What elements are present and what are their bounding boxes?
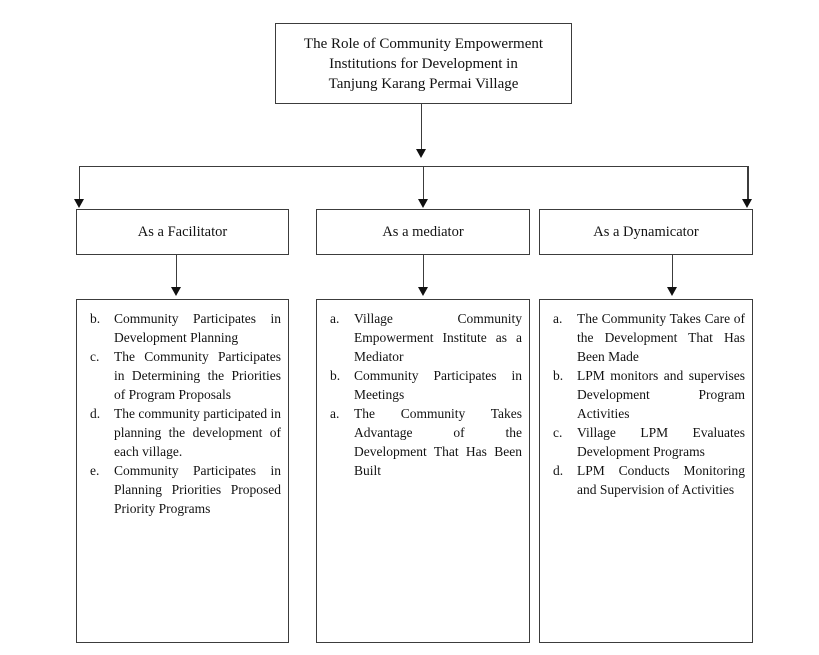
list-item: e. Community Participates in Planning Pr…: [90, 461, 281, 518]
list-item-marker: b.: [90, 311, 101, 326]
dynamicator-header-label: As a Dynamicator: [593, 223, 699, 240]
arrowhead-mediator-icon: [417, 199, 428, 208]
list-item-marker: a.: [330, 311, 340, 326]
list-item-text: The Community Participates in Determinin…: [114, 349, 281, 402]
list-item-marker: c.: [553, 425, 563, 440]
list-item-text: LPM Conducts Monitoring and Supervision …: [577, 463, 745, 497]
list-item-text: Community Participates in Planning Prior…: [114, 463, 281, 516]
arrowhead-dynamicator-icon: [742, 199, 752, 208]
list-item-text: LPM monitors and supervises Development …: [577, 368, 745, 421]
list-item-marker: b.: [553, 368, 564, 383]
arrowhead-mediator-detail-icon: [417, 287, 428, 296]
mediator-header-box: As a mediator: [316, 209, 530, 255]
list-item-marker: c.: [90, 349, 100, 364]
list-item-text: Community Participates in Meetings: [354, 368, 522, 402]
arrowhead-title-icon: [415, 149, 426, 158]
connector-branch-bar: [79, 165, 749, 167]
list-item: a. The Community Takes Advantage of the …: [330, 404, 522, 480]
list-item: c. The Community Participates in Determi…: [90, 347, 281, 404]
list-item-marker: b.: [330, 368, 341, 383]
mediator-header-label: As a mediator: [382, 223, 464, 240]
dynamicator-header-box: As a Dynamicator: [539, 209, 753, 255]
connector-facilitator-detail: [175, 255, 177, 288]
connector-mediator-detail: [422, 255, 424, 288]
list-item: a. Village Community Empowerment Institu…: [330, 309, 522, 366]
title-box: The Role of Community Empowerment Instit…: [275, 23, 572, 104]
list-item-text: The Community Takes Care of the Developm…: [577, 311, 745, 364]
list-item-marker: d.: [90, 406, 101, 421]
mediator-detail-box: a. Village Community Empowerment Institu…: [316, 299, 530, 643]
list-item-text: The Community Takes Advantage of the Dev…: [354, 406, 522, 478]
list-item-text: Community Participates in Development Pl…: [114, 311, 281, 345]
arrowhead-dynamicator-detail-icon: [666, 287, 677, 296]
list-item-text: Village LPM Evaluates Development Progra…: [577, 425, 745, 459]
list-item: c. Village LPM Evaluates Development Pro…: [553, 423, 745, 461]
connector-title-stem: [420, 104, 422, 150]
diagram-title: The Role of Community Empowerment Instit…: [303, 35, 544, 92]
connector-dynamicator-detail: [671, 255, 673, 288]
list-item: a. The Community Takes Care of the Devel…: [553, 309, 745, 366]
list-item-marker: a.: [553, 311, 563, 326]
connector-drop-facilitator: [78, 165, 80, 200]
list-item: d. The community participated in plannin…: [90, 404, 281, 461]
list-item-marker: a.: [330, 406, 340, 421]
list-item-marker: d.: [553, 463, 564, 478]
dynamicator-detail-box: a. The Community Takes Care of the Devel…: [539, 299, 753, 643]
list-item-text: Village Community Empowerment Institute …: [354, 311, 522, 364]
connector-drop-dynamicator: [747, 165, 749, 200]
connector-drop-mediator: [422, 165, 424, 200]
list-item-text: The community participated in planning t…: [114, 406, 281, 459]
list-item: b. Community Participates in Development…: [90, 309, 281, 347]
list-item-marker: e.: [90, 463, 100, 478]
list-item: d. LPM Conducts Monitoring and Supervisi…: [553, 461, 745, 499]
facilitator-header-label: As a Facilitator: [137, 223, 228, 240]
arrowhead-facilitator-detail-icon: [170, 287, 181, 296]
facilitator-detail-box: b. Community Participates in Development…: [76, 299, 289, 643]
list-item: b. Community Participates in Meetings: [330, 366, 522, 404]
facilitator-header-box: As a Facilitator: [76, 209, 289, 255]
list-item: b. LPM monitors and supervises Developme…: [553, 366, 745, 423]
arrowhead-facilitator-icon: [73, 199, 84, 208]
